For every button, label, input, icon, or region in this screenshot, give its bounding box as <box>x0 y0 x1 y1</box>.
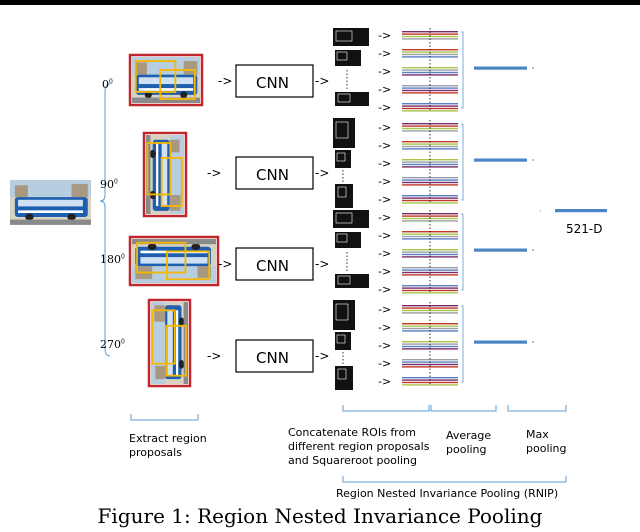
roi-stack-0 <box>333 28 369 106</box>
arrow-to-cnn-2: -> <box>218 257 232 271</box>
roi-arrow-0-2: -> <box>378 65 391 78</box>
roi-arrow-2-4: -> <box>378 283 391 296</box>
cnn-box-1 <box>235 156 314 190</box>
rotation-row-0: -> -> -> -> -> -> -> <box>128 28 534 114</box>
angle-label-90: 900 <box>100 178 118 191</box>
cnn-label-270: CNN <box>256 349 289 367</box>
roi-stack-2 <box>333 210 369 288</box>
roi-arrow-1-1: -> <box>378 139 391 152</box>
roi-arrow-2-1: -> <box>378 229 391 242</box>
roi-stack-3 <box>333 300 355 390</box>
average-bar-3 <box>474 340 527 344</box>
roi-arrow-1-4: -> <box>378 193 391 206</box>
angle-label-180: 1800 <box>100 253 125 266</box>
feature-lines-1: -> -> -> -> -> <box>378 120 464 206</box>
roi-arrow-2-2: -> <box>378 247 391 260</box>
rotation-row-1: -> -> -> -> -> -> -> <box>142 118 534 218</box>
roi-arrow-3-4: -> <box>378 375 391 388</box>
roi-stack-1 <box>333 118 355 208</box>
average-bracket-2 <box>461 213 464 291</box>
figure-caption: Figure 1: Region Nested Invariance Pooli… <box>97 504 543 528</box>
roi-arrow-2-0: -> <box>378 211 391 224</box>
roi-arrow-1-2: -> <box>378 157 391 170</box>
bracket-average <box>430 405 497 412</box>
roi-arrow-0-3: -> <box>378 83 391 96</box>
feature-lines-2: -> -> -> -> -> <box>378 210 464 296</box>
average-bracket-3 <box>461 305 464 383</box>
arrow-to-cnn-3: -> <box>207 349 221 363</box>
average-bar-2 <box>474 248 527 252</box>
bottom-brackets <box>130 405 567 483</box>
cnn-box-0 <box>235 64 314 98</box>
feature-lines-3: -> -> -> -> -> <box>378 302 464 388</box>
bracket-rnip <box>342 476 567 483</box>
roi-arrow-0-0: -> <box>378 29 391 42</box>
bracket-concat <box>342 405 430 412</box>
roi-arrow-3-3: -> <box>378 357 391 370</box>
input-brace <box>99 83 111 357</box>
roi-arrow-3-0: -> <box>378 303 391 316</box>
rotation-row-2: -> -> -> -> -> -> -> <box>128 210 534 296</box>
cnn-box-3 <box>235 339 314 373</box>
angle-label-270: 2700 <box>100 338 125 351</box>
cnn-label-90: CNN <box>256 166 289 184</box>
bracket-max <box>507 405 567 412</box>
arrow-from-cnn-3: -> <box>315 349 329 363</box>
average-bar-0 <box>474 66 527 70</box>
arrow-from-cnn-0: -> <box>315 74 329 88</box>
top-rule <box>0 0 640 5</box>
average-label: Average pooling <box>446 429 492 456</box>
arrow-to-cnn-0: -> <box>218 74 232 88</box>
arrow-to-cnn-1: -> <box>207 166 221 180</box>
average-bracket-1 <box>461 123 464 201</box>
cnn-box-2 <box>235 247 314 281</box>
rotation-row-3: -> -> -> -> -> -> -> <box>147 298 534 390</box>
rnip-label: Region Nested Invariance Pooling (RNIP) <box>336 487 559 500</box>
rotated-image-2 <box>128 235 220 287</box>
cnn-label-0: CNN <box>256 74 289 92</box>
concat-label: Concatenate ROIs from different region p… <box>288 426 430 467</box>
bracket-extract <box>130 414 199 421</box>
extract-label: Extract region proposals <box>129 432 207 459</box>
max-label: Max pooling <box>526 428 567 455</box>
rotated-image-0 <box>128 53 204 107</box>
final-descriptor <box>540 209 607 213</box>
roi-arrow-2-3: -> <box>378 265 391 278</box>
average-bracket-0 <box>461 31 464 109</box>
cnn-label-180: CNN <box>256 257 289 275</box>
feature-lines-0: -> -> -> -> -> <box>378 28 464 114</box>
arrow-from-cnn-1: -> <box>315 166 329 180</box>
rotated-image-1 <box>142 131 188 218</box>
arrow-from-cnn-2: -> <box>315 257 329 271</box>
roi-arrow-1-3: -> <box>378 175 391 188</box>
roi-arrow-3-1: -> <box>378 321 391 334</box>
angle-label-0: 00 <box>102 78 113 91</box>
roi-arrow-1-0: -> <box>378 121 391 134</box>
roi-arrow-3-2: -> <box>378 339 391 352</box>
average-bar-1 <box>474 158 527 162</box>
rotated-image-3 <box>147 298 192 388</box>
roi-arrow-0-4: -> <box>378 101 391 114</box>
dimension-label: 521-D <box>566 222 603 236</box>
input-bus-image <box>10 180 91 225</box>
roi-arrow-0-1: -> <box>378 47 391 60</box>
